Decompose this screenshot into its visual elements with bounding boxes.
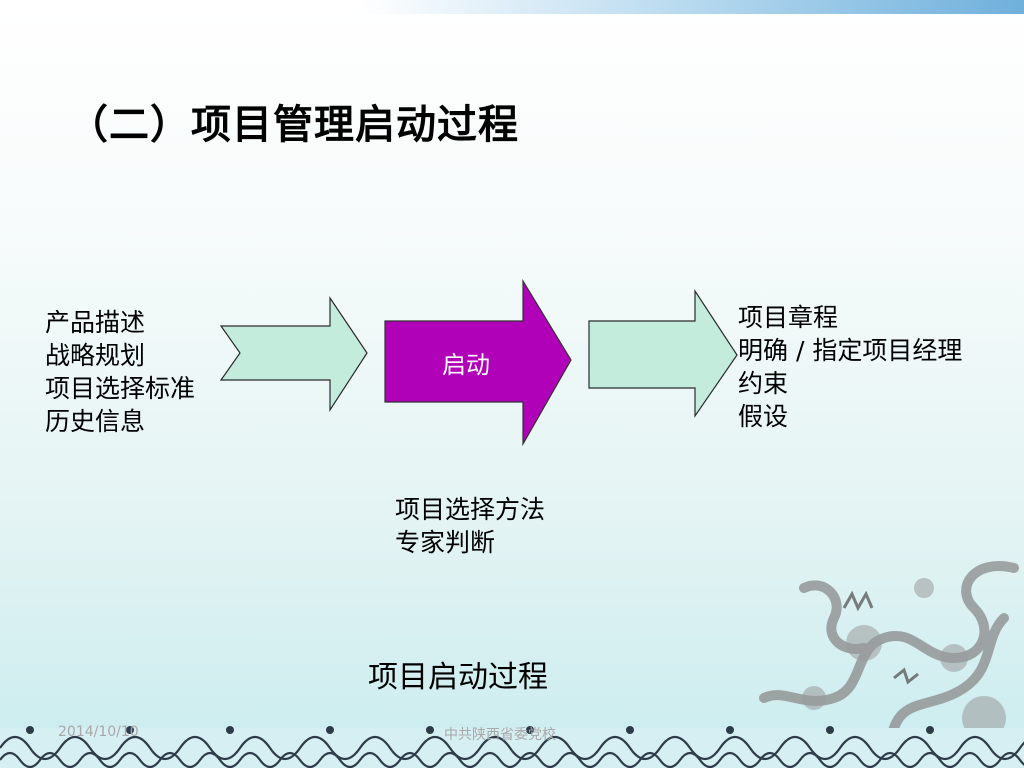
start-arrow [384,278,572,447]
footer-organization: 中共陕西省委党校 [444,727,556,743]
list-item: 约束 [738,369,789,398]
outputs-list: 项目章程 明确 / 指定项目经理 约束 假设 [738,301,962,433]
list-item: 明确 / 指定项目经理 [738,336,963,365]
wave-border-decoration [0,726,1024,768]
list-item: 项目选择标准 [45,374,196,403]
tools-list: 项目选择方法 专家判断 [395,493,545,559]
inputs-list: 产品描述 战略规划 项目选择标准 历史信息 [45,306,195,438]
output-arrow [588,288,738,418]
slide-title: （二）项目管理启动过程 [68,102,519,148]
top-accent-bar [0,0,1024,14]
input-arrow [219,296,368,413]
list-item: 产品描述 [45,308,146,337]
footer-date: 2014/10/10 [58,724,139,740]
list-item: 历史信息 [45,407,146,436]
diagram-caption: 项目启动过程 [368,660,548,695]
list-item: 战略规划 [45,341,146,370]
list-item: 假设 [738,402,789,431]
start-arrow-label: 启动 [442,351,490,379]
list-item: 项目章程 [738,303,839,332]
list-item: 项目选择方法 [395,495,546,524]
list-item: 专家判断 [395,528,496,557]
